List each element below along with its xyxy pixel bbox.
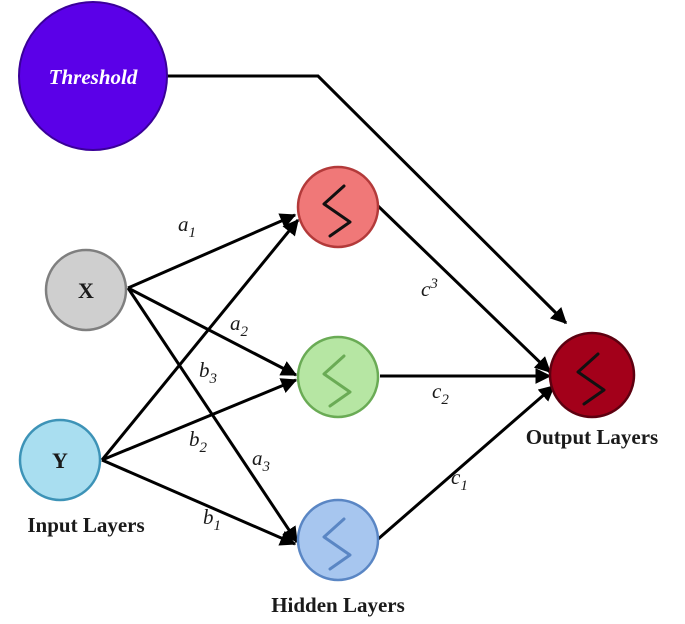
weight-a3-sub: 3 [262, 459, 271, 475]
edge-hidden-bot-output [376, 384, 556, 542]
weight-b2-base: b [189, 427, 200, 451]
weight-c3-base: c [421, 277, 431, 301]
weight-a2-base: a [230, 311, 241, 335]
threshold-label: Threshold [49, 65, 138, 89]
hidden-layers-label: Hidden Layers [271, 593, 405, 617]
output-circle [548, 331, 636, 419]
weight-a2-sub: 2 [241, 324, 249, 340]
weight-a1: a1 [178, 212, 196, 241]
weight-b1-base: b [203, 505, 214, 529]
edges [100, 74, 568, 546]
weight-c3: c3 [421, 276, 438, 301]
weight-c3-sub: 3 [429, 276, 438, 292]
input-layers-label: Input Layers [27, 513, 144, 537]
hidden-mid-circle [296, 335, 380, 419]
edge-y-hidden-top [100, 218, 300, 461]
input-node-y: Y [18, 418, 102, 502]
hidden-node-bottom [296, 498, 380, 582]
y-label: Y [52, 448, 68, 473]
sigmoid-icon [576, 352, 606, 406]
sigmoid-icon [322, 354, 352, 408]
weight-b3-sub: 3 [209, 371, 218, 387]
hidden-node-top [296, 165, 380, 249]
weight-a2: a2 [230, 311, 249, 340]
x-circle [44, 248, 128, 332]
output-node [548, 331, 636, 419]
edge-y-hidden-bot [101, 458, 297, 546]
threshold-circle [18, 1, 168, 151]
edge-x-hidden-top [127, 213, 297, 290]
weight-a3-base: a [252, 446, 263, 470]
weight-c1-base: c [451, 465, 461, 489]
weight-b2: b2 [189, 427, 208, 456]
edge-y-hidden-mid [101, 378, 298, 462]
sigmoid-icon [322, 184, 352, 238]
edge-hidden-top-output [375, 203, 552, 374]
weight-b2-sub: 2 [200, 440, 208, 456]
edge-threshold-output [167, 74, 568, 325]
weight-a1-base: a [178, 212, 189, 236]
hidden-node-mid [296, 335, 380, 419]
edge-x-hidden-mid [127, 286, 298, 377]
weight-c1-sub: 1 [460, 478, 468, 494]
input-node-x: X [44, 248, 128, 332]
weight-b1-sub: 1 [214, 518, 222, 534]
x-label: X [78, 278, 94, 303]
weight-b1: b1 [203, 505, 221, 534]
weight-b3: b3 [199, 358, 217, 387]
weight-b3-base: b [199, 358, 210, 382]
y-circle [18, 418, 102, 502]
weight-a3: a3 [252, 446, 270, 475]
weight-c2: c2 [432, 379, 449, 408]
sigmoid-icon [322, 517, 352, 571]
weight-c1: c1 [451, 465, 468, 494]
threshold-node: Threshold [18, 1, 168, 151]
output-layers-label: Output Layers [526, 425, 658, 449]
weight-a1-sub: 1 [189, 225, 197, 241]
weight-c2-base: c [432, 379, 442, 403]
hidden-top-circle [296, 165, 380, 249]
weight-c2-sub: 2 [441, 392, 449, 408]
hidden-bot-circle [296, 498, 380, 582]
